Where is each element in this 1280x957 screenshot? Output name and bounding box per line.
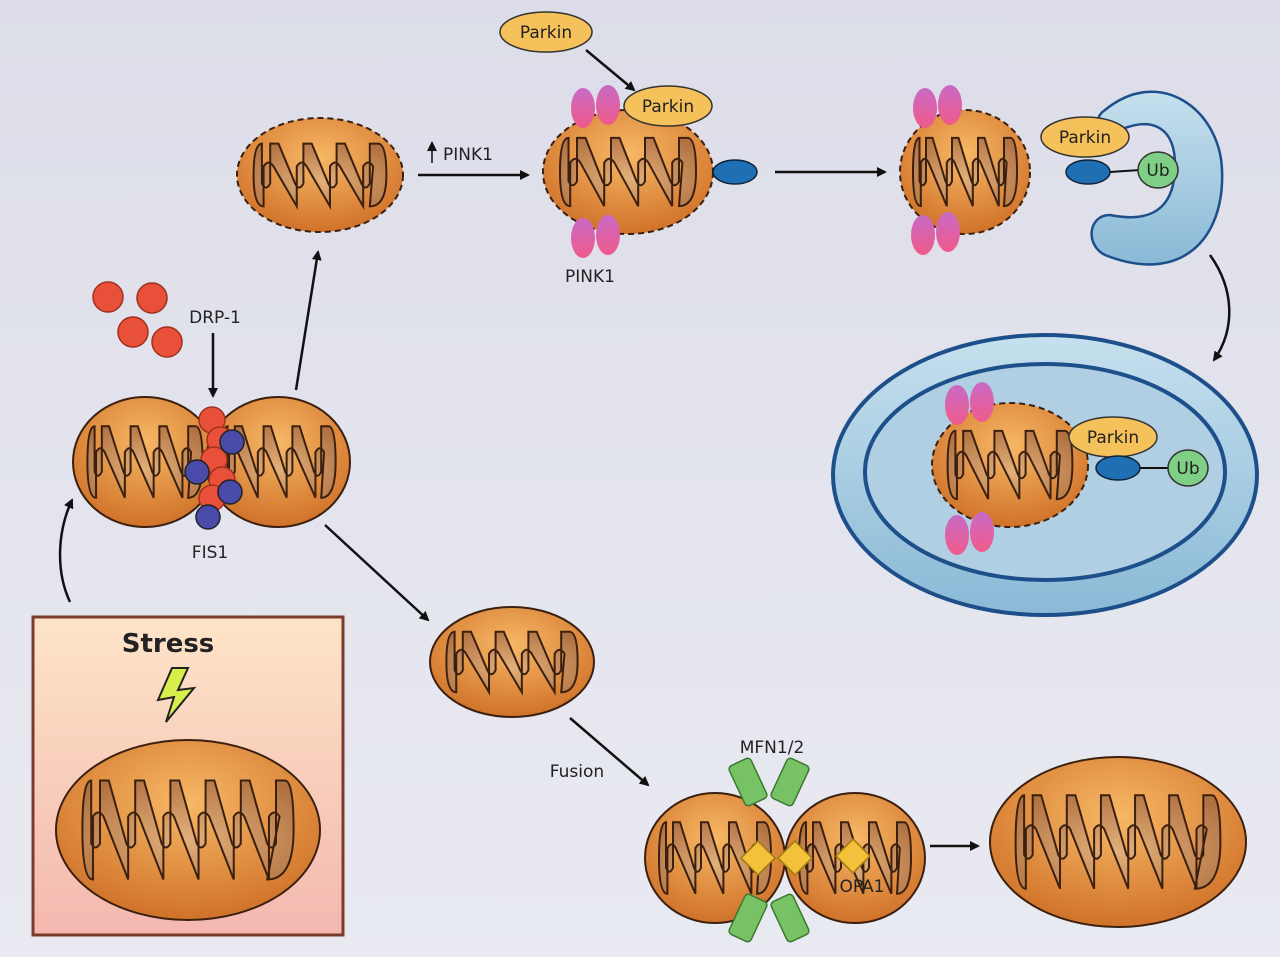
autophagosome-mitochondrion xyxy=(931,402,1089,528)
mito-marker xyxy=(1065,159,1111,185)
pink1-protein xyxy=(911,215,935,255)
small-mitochondrion xyxy=(429,606,595,718)
phagophore xyxy=(1090,90,1224,266)
pink1-protein xyxy=(571,88,595,128)
stressed-mitochondrion xyxy=(55,739,321,921)
arrow-fusion xyxy=(569,717,650,787)
pink1-protein xyxy=(945,385,969,425)
ubiquitin xyxy=(1167,449,1209,487)
fused-mitochondrion xyxy=(989,756,1247,928)
drp1-label: DRP-1 xyxy=(189,308,241,328)
mfn-protein xyxy=(770,893,810,943)
arrow-to-small-mito xyxy=(324,524,430,622)
mfn-protein xyxy=(728,757,768,807)
mito-marker xyxy=(1095,455,1141,481)
parkin-bound-text: Parkin xyxy=(1059,128,1111,148)
lightning-icon xyxy=(156,667,197,723)
engulfed-mitochondrion xyxy=(899,109,1031,235)
pink1-up-label: PINK1 xyxy=(443,145,493,165)
opa1-protein xyxy=(834,837,872,875)
depolarized-mitochondrion xyxy=(236,117,404,233)
pink1-mitochondrion xyxy=(542,109,714,235)
mfn-label: MFN1/2 xyxy=(740,738,805,758)
ubiquitin-text: Ub xyxy=(1146,161,1169,181)
pink1-label: PINK1 xyxy=(565,267,615,287)
fis1-protein xyxy=(217,479,243,505)
parkin-bound-text: Parkin xyxy=(1087,428,1139,448)
pink1-protein xyxy=(913,88,937,128)
pink1-protein xyxy=(596,215,620,255)
fis1-protein xyxy=(184,459,210,485)
opa1-protein xyxy=(739,839,777,877)
dividing-mitochondrion-left xyxy=(72,396,218,528)
pink1-protein xyxy=(571,218,595,258)
arrow-to-autophagosome xyxy=(1208,254,1231,362)
mfn-protein xyxy=(728,893,768,943)
mfn-protein xyxy=(770,757,810,807)
opa1-label: OPA1 xyxy=(840,877,885,897)
pink1-protein xyxy=(938,85,962,125)
pink1-protein xyxy=(945,515,969,555)
parkin-free-text: Parkin xyxy=(520,23,572,43)
stress-label: Stress xyxy=(122,629,215,659)
mito-marker xyxy=(712,159,758,185)
arrow-to-depolarized xyxy=(294,250,322,391)
fis1-label: FIS1 xyxy=(192,543,228,563)
parkin-bound xyxy=(1040,116,1130,158)
drp1-protein xyxy=(151,326,183,358)
opa1-protein xyxy=(776,839,814,877)
parkin-bound-text: Parkin xyxy=(642,97,694,117)
pink1-protein xyxy=(596,85,620,125)
fusion-label: Fusion xyxy=(550,762,604,782)
drp1-protein xyxy=(117,316,149,348)
ubiquitin-text: Ub xyxy=(1176,459,1199,479)
parkin-bound xyxy=(623,85,713,127)
fis1-protein xyxy=(195,504,221,530)
parkin-free xyxy=(499,11,593,53)
drp1-protein xyxy=(92,281,124,313)
arrow-parkin-recruit xyxy=(585,49,636,92)
arrow-stress xyxy=(58,498,74,603)
fis1-protein xyxy=(219,429,245,455)
drp1-protein xyxy=(136,282,168,314)
pink1-protein xyxy=(936,212,960,252)
pink1-protein xyxy=(970,382,994,422)
ubiquitin xyxy=(1137,151,1179,189)
pink1-protein xyxy=(970,512,994,552)
